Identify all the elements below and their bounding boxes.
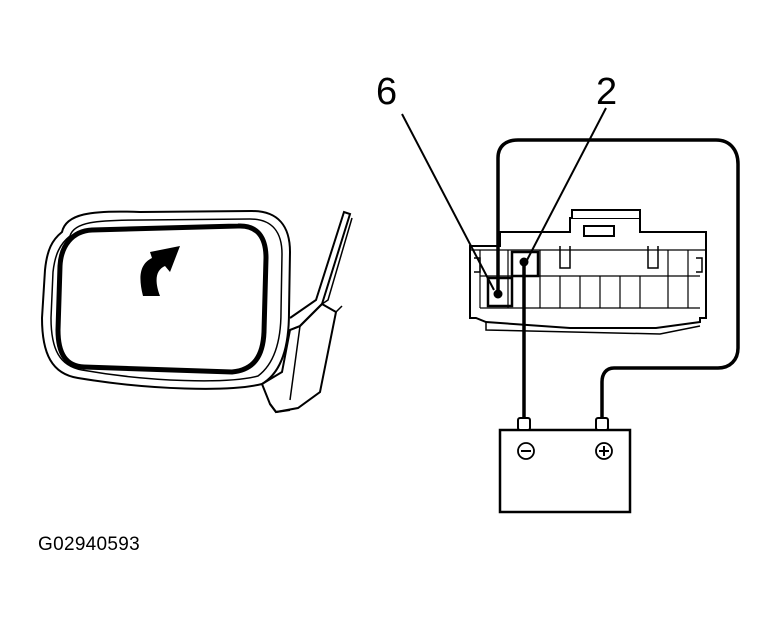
battery-negative-terminal — [517, 417, 531, 431]
connector-body — [469, 217, 707, 329]
connector-latch-slot — [583, 225, 615, 237]
side-mirror — [40, 209, 353, 414]
mirror-mount-arm — [289, 210, 352, 331]
battery-body — [498, 428, 632, 514]
negative-symbol-circle — [517, 442, 535, 460]
pin-6-cavity — [486, 276, 514, 308]
connector-notches — [559, 246, 659, 269]
pin-6-label: 6 — [376, 71, 397, 113]
mirror-glass — [55, 223, 269, 375]
wire-pin6-to-positive — [496, 138, 740, 424]
battery — [498, 417, 632, 514]
curved-up-arrow-icon — [140, 246, 180, 296]
connector-latch — [571, 209, 641, 218]
pin-6-contact-dot — [493, 289, 503, 299]
battery-positive-terminal — [595, 417, 609, 431]
wires — [493, 138, 740, 424]
pin-6-leader — [401, 113, 495, 291]
positive-symbol-circle — [595, 442, 613, 460]
figure-code: G02940593 — [38, 534, 141, 555]
pin-leader-lines — [401, 107, 607, 291]
pin-2-label: 2 — [596, 71, 617, 113]
mirror-housing-inner-line — [50, 218, 283, 382]
connector-side-tab-right — [696, 257, 703, 273]
connector-bottom-rail — [485, 322, 701, 335]
pin-2-leader — [525, 107, 607, 263]
mirror-mount-line — [289, 217, 353, 401]
connector — [469, 209, 707, 335]
mirror-mount-foot — [269, 403, 291, 414]
